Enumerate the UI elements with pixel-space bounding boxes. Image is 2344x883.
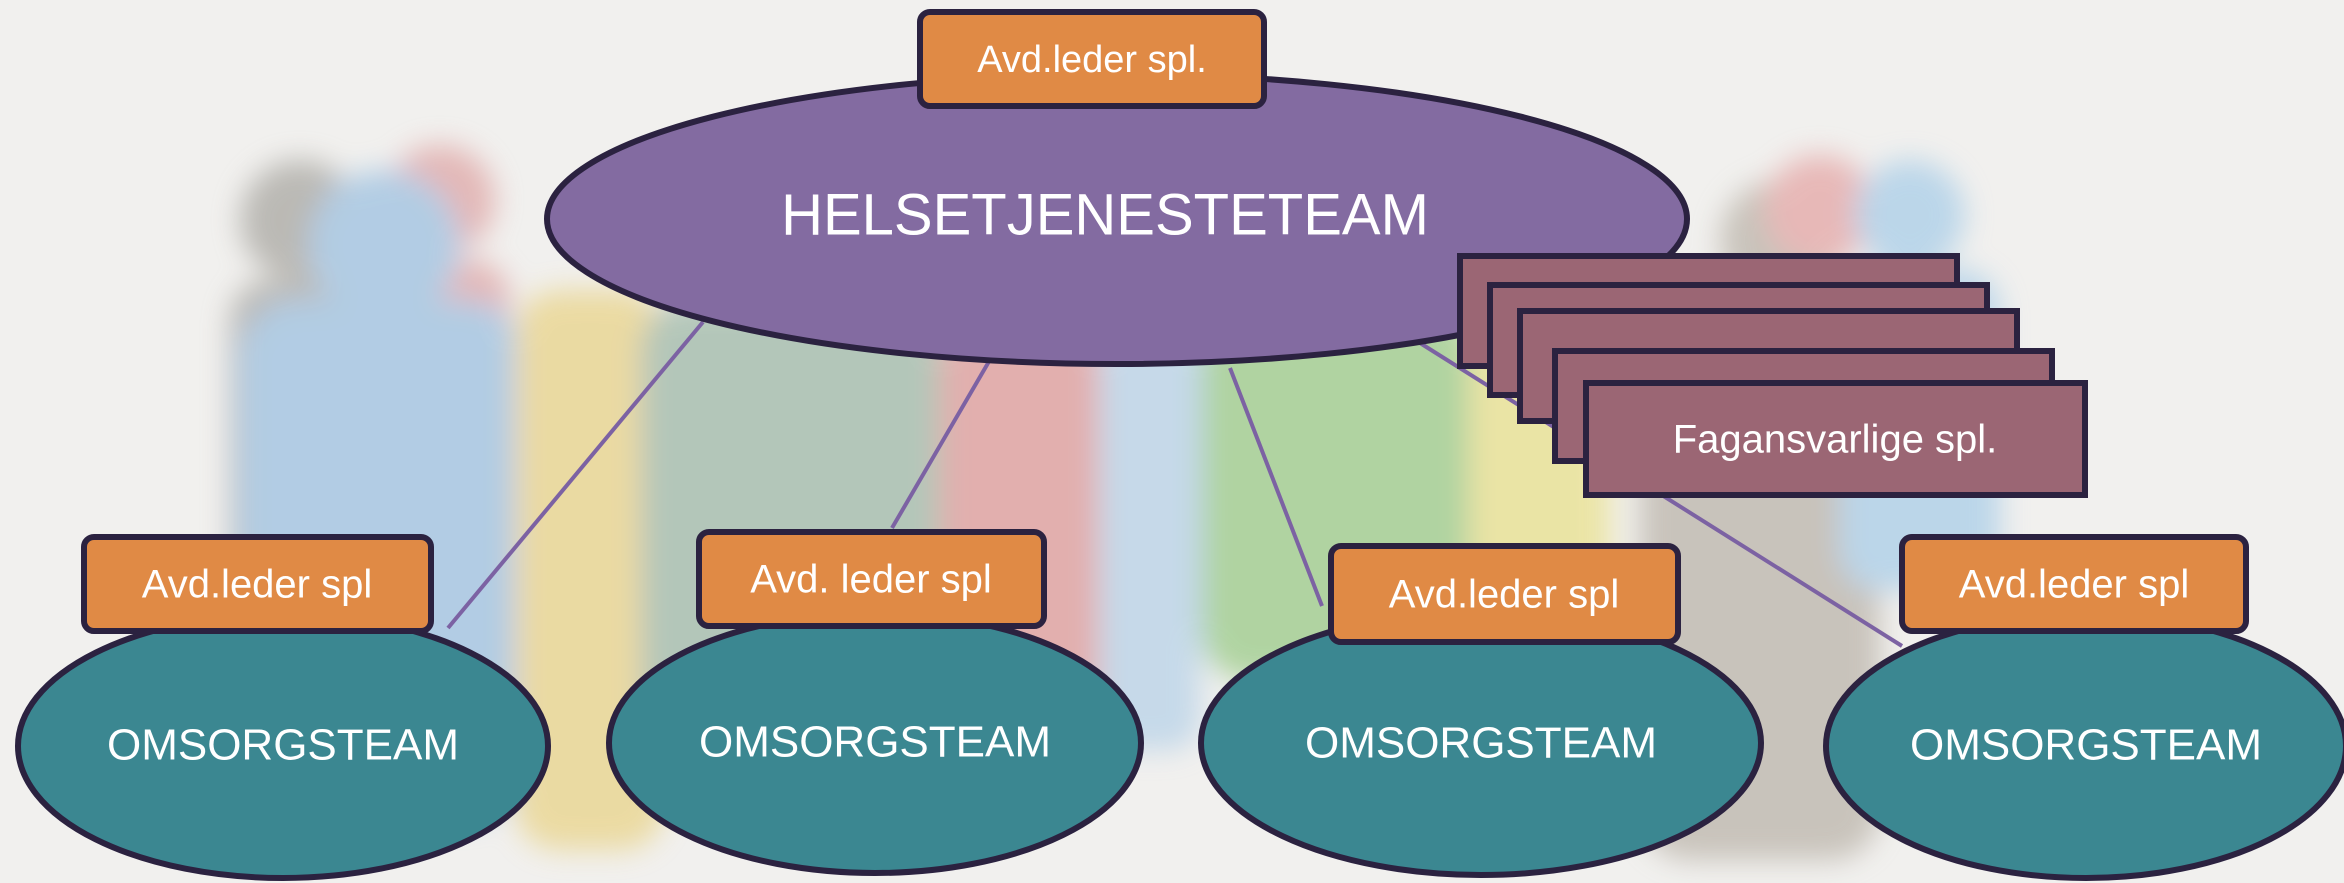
care-team-leader-box [1899, 534, 2249, 634]
care-team-leader-label: Avd. leder spl [750, 558, 992, 602]
care-team-leader-box [696, 529, 1047, 629]
care-team-leader-label: Avd.leder spl [1389, 573, 1620, 617]
care-team-4: OMSORGSTEAM Avd.leder spl [1823, 534, 2344, 881]
care-team-leader-label: Avd.leder spl [142, 563, 373, 607]
care-team-2: OMSORGSTEAM Avd. leder spl [606, 529, 1144, 876]
connector-line [446, 320, 705, 630]
health-team-label: HELSETJENESTETEAM [781, 182, 1429, 247]
health-team: HELSETJENESTETEAM Avd.leder spl. [544, 9, 1690, 367]
care-team-label: OMSORGSTEAM [1305, 719, 1657, 768]
health-team-leader-box [917, 9, 1267, 109]
health-team-leader-label: Avd.leder spl. [977, 39, 1207, 81]
care-team-label: OMSORGSTEAM [1910, 721, 2262, 770]
care-team-leader-box [81, 534, 434, 634]
care-team-label: OMSORGSTEAM [107, 721, 459, 770]
care-team-1: OMSORGSTEAM Avd.leder spl [15, 534, 551, 881]
care-team-label: OMSORGSTEAM [699, 718, 1051, 767]
specialists-label: Fagansvarlige spl. [1673, 418, 1998, 462]
care-team-leader-label: Avd.leder spl [1959, 563, 2190, 607]
care-team-3: OMSORGSTEAM Avd.leder spl [1198, 543, 1764, 878]
specialists-stack [1457, 253, 2088, 498]
connector-line [1228, 367, 1324, 607]
care-team-leader-box [1328, 543, 1681, 645]
specialist-box-front [1583, 380, 2088, 498]
connector-line [890, 356, 993, 530]
